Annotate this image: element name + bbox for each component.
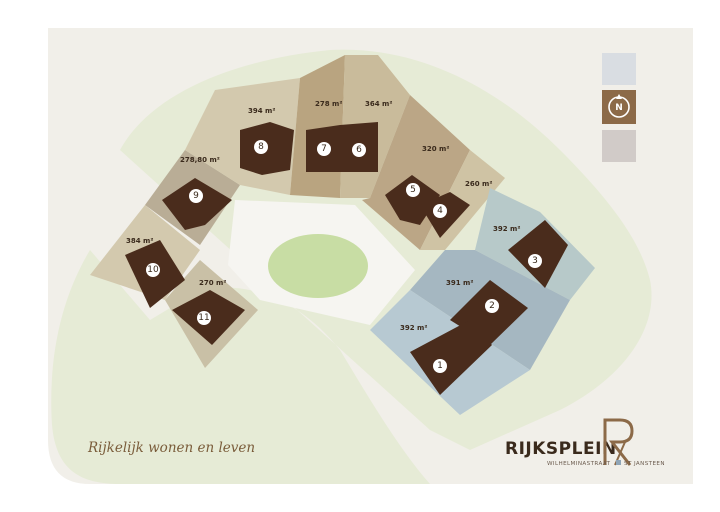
tagline: Rijkelijk wonen en leven: [87, 440, 255, 456]
brand-name: RIJKSPLEIN: [505, 439, 617, 459]
building-3: [508, 220, 568, 288]
legend-swatch-2: [602, 130, 636, 162]
plot-number-2: 2: [489, 301, 495, 311]
plot-marker-11[interactable]: [197, 311, 211, 325]
plot-area-label-8: 394 m²: [248, 107, 275, 115]
plot-number-9: 9: [193, 191, 199, 201]
plot-marker-9[interactable]: [189, 189, 203, 203]
plot-markers: 1 392 m² 2 391 m² 3 392 m² 4 260 m² 5 320 m² 6 364 …: [126, 100, 542, 373]
plot-number-3: 3: [532, 256, 538, 266]
plot-number-1: 1: [437, 361, 443, 371]
plot-area-label-1: 392 m²: [400, 324, 427, 332]
plot-area-label-3: 392 m²: [493, 225, 520, 233]
plot-area-label-10: 384 m²: [126, 237, 153, 245]
plot-number-4: 4: [437, 206, 443, 216]
plot-marker-6[interactable]: [352, 143, 366, 157]
plot-marker-1[interactable]: [433, 359, 447, 373]
north-arrow-icon: N: [608, 94, 630, 118]
brand-street: WILHELMINASTRAAT: [547, 461, 611, 467]
plot-marker-2[interactable]: [485, 299, 499, 313]
plot-number-8: 8: [258, 142, 264, 152]
plot-area-label-5: 320 m²: [422, 145, 449, 153]
plot-number-7: 7: [321, 144, 327, 154]
plot-marker-5[interactable]: [406, 183, 420, 197]
compass-label: N: [615, 103, 623, 113]
plot-number-5: 5: [410, 185, 416, 195]
plot-marker-4[interactable]: [433, 204, 447, 218]
plot-area-label-2: 391 m²: [446, 279, 473, 287]
plot-5[interactable]: [362, 95, 470, 250]
brand-separator: [616, 460, 621, 465]
plot-marker-8[interactable]: [254, 140, 268, 154]
plot-area-label-9: 278,80 m²: [180, 156, 220, 164]
plot-area-label-11: 270 m²: [199, 279, 226, 287]
plot-number-11: 11: [198, 313, 209, 323]
legend-swatch-1: [602, 53, 636, 85]
plot-marker-7[interactable]: [317, 142, 331, 156]
building-9: [162, 178, 232, 230]
plot-number-10: 10: [147, 265, 159, 275]
plot-area-label-4: 260 m²: [465, 180, 492, 188]
pond: [268, 234, 368, 298]
plot-number-6: 6: [356, 145, 362, 155]
plot-area-label-7: 278 m²: [315, 100, 342, 108]
brand-place: ST JANSTEEN: [624, 461, 665, 467]
plot-area-label-6: 364 m²: [365, 100, 392, 108]
plot-marker-3[interactable]: [528, 254, 542, 268]
building-1: [410, 320, 492, 395]
plot-marker-10[interactable]: [146, 263, 160, 277]
